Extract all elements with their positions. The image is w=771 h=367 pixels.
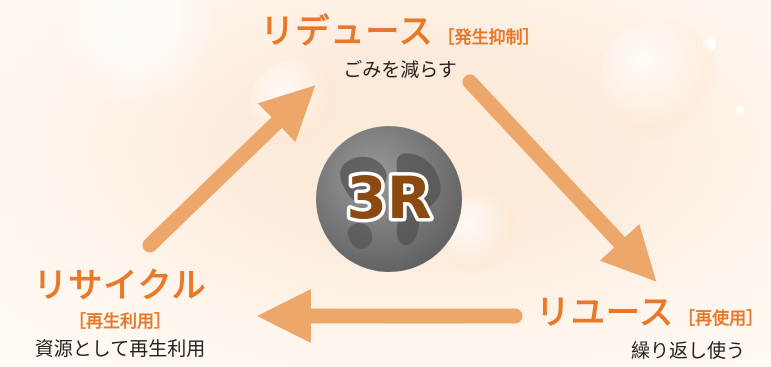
recycle-bracket: ［再生利用］ (69, 312, 171, 332)
reduce-block: リデュース［発生抑制］ ごみを減らす (240, 4, 560, 82)
decorative-bubble (600, 20, 720, 140)
globe-emblem: 3R (316, 126, 462, 272)
arrow-recycle-to-reduce (142, 85, 316, 253)
arrow-reduce-to-reuse (462, 74, 657, 282)
reduce-title: リデュース (260, 12, 434, 52)
reuse-description: 繰り返し使う (630, 340, 745, 362)
reduce-description: ごみを減らす (343, 59, 457, 81)
reuse-block: リユース［再使用］ 繰り返し使う (528, 285, 771, 363)
reuse-bracket: ［再使用］ (678, 309, 764, 329)
reduce-bracket: ［発生抑制］ (437, 28, 540, 48)
recycle-title: リサイクル (33, 266, 207, 306)
recycle-block: リサイクル ［再生利用］ 資源として再生利用 (0, 258, 240, 361)
reuse-title: リユース (535, 293, 675, 333)
recycle-description: 資源として再生利用 (34, 338, 206, 360)
center-label: 3R (346, 164, 431, 232)
